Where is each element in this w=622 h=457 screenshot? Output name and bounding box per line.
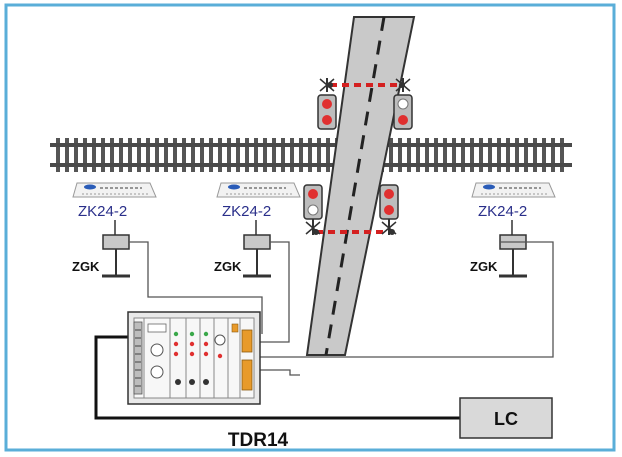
railway-sleeper — [470, 138, 474, 172]
controller-cable — [94, 335, 460, 420]
wheel-sensor-3: ZK24-2 — [471, 182, 556, 220]
road — [305, 16, 416, 356]
rail-bottom — [50, 163, 572, 167]
railway-sleeper — [218, 138, 222, 172]
railway-sleeper — [146, 138, 150, 172]
railway-sleeper — [200, 138, 204, 172]
railway-sleeper — [308, 138, 312, 172]
railway-sleeper — [155, 138, 159, 172]
railway-sleeper — [272, 138, 276, 172]
railway-sleeper — [488, 138, 492, 172]
cable-sensor-1 — [129, 241, 263, 334]
wheel-sensor-1: ZK24-2 — [72, 182, 157, 220]
railway-sleeper — [236, 138, 240, 172]
railway-sleeper — [281, 138, 285, 172]
railway-track — [50, 138, 572, 172]
wheel-sensor-2: ZK24-2 — [216, 182, 301, 220]
cable-sensor-3 — [258, 241, 554, 358]
railway-sleeper — [479, 138, 483, 172]
railway-sleeper — [209, 138, 213, 172]
railway-sleepers — [56, 138, 564, 172]
railway-sleeper — [560, 138, 564, 172]
railway-sleeper — [227, 138, 231, 172]
sensor-cables — [129, 241, 554, 376]
railway-sleeper — [506, 138, 510, 172]
railway-sleeper — [542, 138, 546, 172]
ground-1-label: ZGK — [72, 259, 100, 274]
railway-sleeper — [551, 138, 555, 172]
junction-box-2: ZGK — [214, 220, 271, 278]
ground-3-label: ZGK — [470, 259, 498, 274]
railway-sleeper — [191, 138, 195, 172]
lc-label: LC — [494, 409, 518, 429]
railway-sleeper — [416, 138, 420, 172]
road-center-line — [324, 16, 386, 356]
ground-2-label: ZGK — [214, 259, 242, 274]
railway-sleeper — [389, 138, 393, 172]
railway-sleeper — [119, 138, 123, 172]
barrier-bottom — [313, 229, 395, 235]
railway-sleeper — [182, 138, 186, 172]
railway-sleeper — [92, 138, 96, 172]
sensor-1-label: ZK24-2 — [78, 203, 127, 220]
railway-sleeper — [164, 138, 168, 172]
railway-sleeper — [326, 138, 330, 172]
railway-sleeper — [317, 138, 321, 172]
railway-sleeper — [254, 138, 258, 172]
railway-sleeper — [533, 138, 537, 172]
railway-sleeper — [137, 138, 141, 172]
rail-top — [50, 143, 572, 147]
railway-sleeper — [425, 138, 429, 172]
railway-sleeper — [65, 138, 69, 172]
railway-sleeper — [524, 138, 528, 172]
tdr14-label: TDR14 — [228, 430, 289, 451]
railway-sleeper — [515, 138, 519, 172]
signal-light-bottom-right — [379, 184, 399, 235]
railway-sleeper — [128, 138, 132, 172]
railway-sleeper — [173, 138, 177, 172]
railway-sleeper — [398, 138, 402, 172]
sensor-3-label: ZK24-2 — [478, 203, 527, 220]
railway-sleeper — [407, 138, 411, 172]
signal-light-top-left — [317, 78, 337, 130]
road-surface — [305, 16, 416, 356]
railway-sleeper — [74, 138, 78, 172]
railway-sleeper — [290, 138, 294, 172]
cable-sensor-2 — [258, 241, 290, 343]
cable-signals — [258, 369, 300, 376]
railway-sleeper — [452, 138, 456, 172]
lc-controller: LC — [459, 397, 553, 439]
railway-sleeper — [299, 138, 303, 172]
railway-sleeper — [443, 138, 447, 172]
railway-sleeper — [263, 138, 267, 172]
railway-sleeper — [101, 138, 105, 172]
railway-sleeper — [56, 138, 60, 172]
railway-sleeper — [245, 138, 249, 172]
railway-sleeper — [110, 138, 114, 172]
signal-light-top-right — [393, 78, 413, 130]
sensor-2-label: ZK24-2 — [222, 203, 271, 220]
tdr14-rack — [127, 311, 261, 405]
railway-sleeper — [497, 138, 501, 172]
railway-sleeper — [461, 138, 465, 172]
railway-sleeper — [434, 138, 438, 172]
railway-sleeper — [83, 138, 87, 172]
signal-light-bottom-left — [303, 184, 323, 235]
